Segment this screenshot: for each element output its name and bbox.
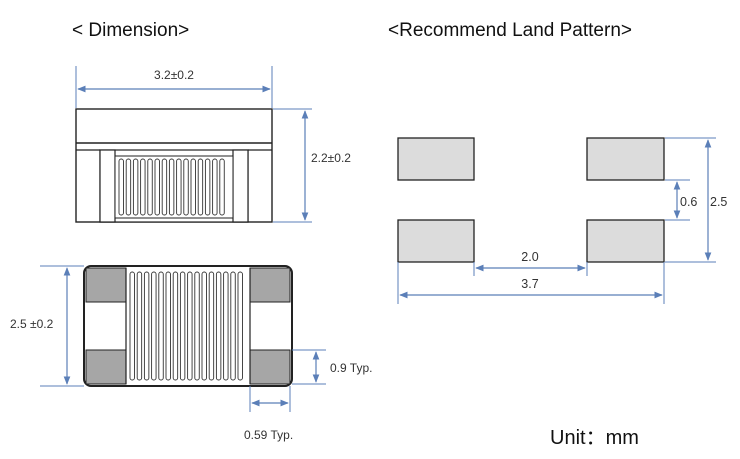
winding-turn bbox=[147, 158, 153, 216]
terminal-bottom-right bbox=[249, 349, 291, 385]
side-view bbox=[75, 108, 273, 223]
side-view-winding bbox=[118, 158, 225, 216]
winding-turn bbox=[118, 158, 124, 216]
pad-bottom-right bbox=[586, 219, 665, 263]
winding-turn bbox=[176, 158, 182, 216]
pad-top-left bbox=[397, 137, 475, 181]
terminal-height-label: 0.9 Typ. bbox=[330, 361, 372, 375]
winding-turn bbox=[197, 158, 204, 216]
pad-top-right bbox=[586, 137, 665, 181]
length-dimension: 3.2±0.2 bbox=[75, 66, 273, 108]
height-label: 2.2±0.2 bbox=[311, 151, 351, 165]
winding-turn bbox=[230, 271, 236, 381]
side-view-right-flange bbox=[232, 149, 249, 223]
winding-turn bbox=[158, 271, 164, 381]
winding-turn bbox=[219, 158, 225, 216]
pad-gap-label: 0.6 bbox=[680, 195, 697, 209]
land-pattern-heading: <Recommend Land Pattern> bbox=[388, 20, 632, 41]
dimension-heading: < Dimension> bbox=[72, 20, 190, 41]
winding-turn bbox=[125, 158, 132, 216]
inner-gap-label: 2.0 bbox=[521, 250, 538, 264]
land-height-dimension: 2.5 bbox=[665, 137, 727, 263]
winding-turn bbox=[237, 271, 243, 381]
winding-turn bbox=[190, 158, 196, 216]
winding-turn bbox=[172, 271, 179, 381]
terminal-height-dimension: 0.9 Typ. bbox=[292, 349, 372, 385]
winding-turn bbox=[204, 158, 211, 216]
top-view bbox=[83, 265, 293, 387]
winding-turn bbox=[187, 271, 193, 381]
winding-turn bbox=[129, 271, 135, 381]
top-view-winding bbox=[129, 271, 243, 381]
inner-gap-dimension: 2.0 bbox=[473, 250, 588, 276]
width-dimension: 2.5 ±0.2 bbox=[10, 265, 84, 387]
unit-label: Unit：mm bbox=[550, 427, 639, 449]
winding-turn bbox=[215, 271, 222, 381]
winding-turn bbox=[151, 271, 157, 381]
winding-turn bbox=[201, 271, 207, 381]
winding-turn bbox=[194, 271, 200, 381]
land-width-dimension: 3.7 bbox=[397, 262, 665, 304]
winding-turn bbox=[168, 158, 175, 216]
terminal-width-dimension: 0.59 Typ. bbox=[244, 386, 293, 442]
winding-turn bbox=[165, 271, 171, 381]
width-label: 2.5 ±0.2 bbox=[10, 317, 54, 331]
side-view-left-flange bbox=[99, 149, 116, 223]
land-height-label: 2.5 bbox=[710, 195, 727, 209]
terminal-bottom-left bbox=[85, 349, 127, 385]
terminal-top-left bbox=[85, 267, 127, 303]
terminal-top-right bbox=[249, 267, 291, 303]
land-width-label: 3.7 bbox=[521, 277, 538, 291]
height-dimension: 2.2±0.2 bbox=[273, 108, 351, 223]
winding-turn bbox=[208, 271, 215, 381]
winding-turn bbox=[143, 271, 150, 381]
winding-turn bbox=[136, 271, 143, 381]
winding-turn bbox=[154, 158, 160, 216]
winding-turn bbox=[183, 158, 189, 216]
winding-turn bbox=[179, 271, 186, 381]
winding-turn bbox=[212, 158, 218, 216]
pad-bottom-left bbox=[397, 219, 475, 263]
winding-turn bbox=[161, 158, 168, 216]
winding-turn bbox=[132, 158, 139, 216]
pad-gap-dimension: 0.6 bbox=[665, 179, 697, 221]
length-label: 3.2±0.2 bbox=[154, 68, 194, 82]
winding-turn bbox=[140, 158, 146, 216]
winding-turn bbox=[223, 271, 229, 381]
land-pattern bbox=[397, 137, 665, 263]
terminal-width-label: 0.59 Typ. bbox=[244, 428, 293, 442]
